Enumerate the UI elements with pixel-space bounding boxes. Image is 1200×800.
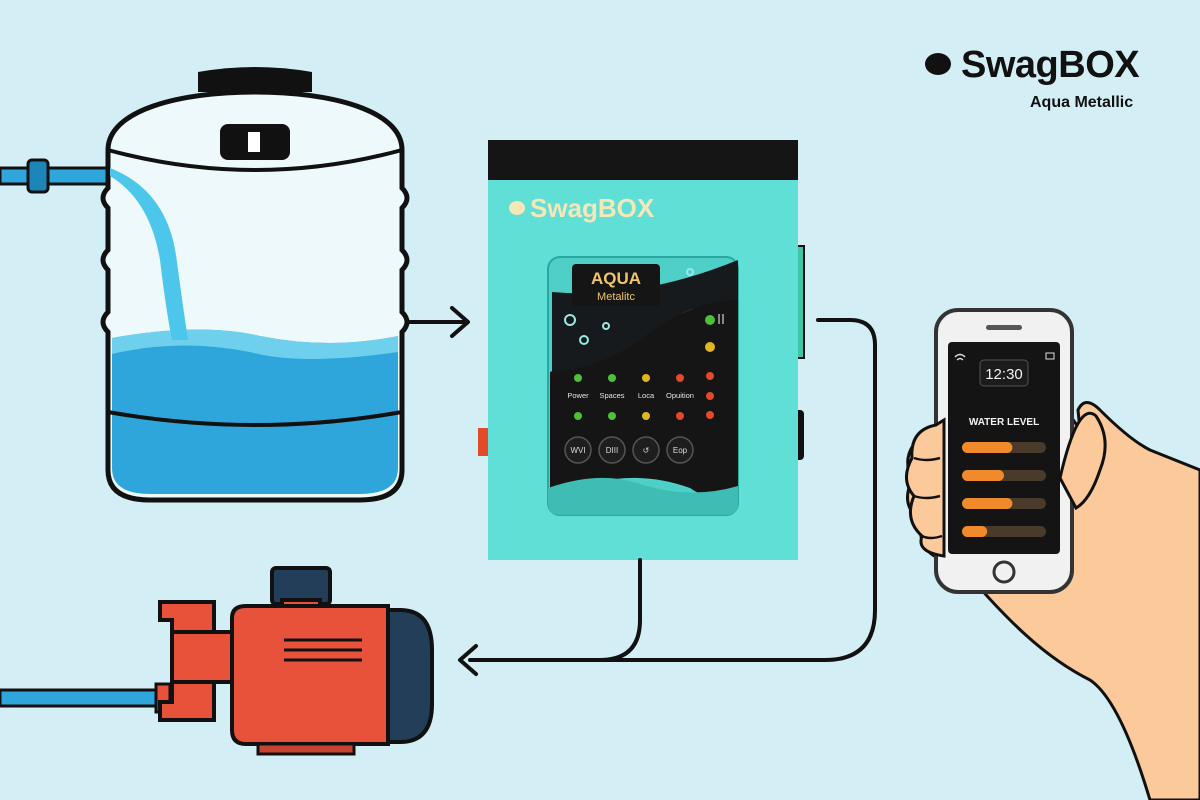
fingers [905,417,946,558]
tank-lid [198,67,312,92]
display-line-1: AQUA [591,269,641,288]
brand-name: SwagBOX [961,44,1140,86]
controller-top-band [488,140,798,180]
indicator-led [676,374,684,382]
battery-icon [1045,352,1055,360]
status-led [706,392,714,400]
inlet-pipe [0,158,112,194]
inflow-stream [110,168,188,340]
level-bar-fill [962,526,988,537]
water-level-bars [962,442,1046,537]
status-led [706,372,714,380]
brand-logo: SwagBOX [925,44,1140,87]
status-led [705,342,715,352]
status-led [706,411,714,419]
indicator-led [574,412,582,420]
water-tank [100,67,410,503]
display-line-2: Metalitc [597,291,635,303]
tank-water [112,329,398,494]
pump-body [230,604,390,746]
indicator-label: Opuition [666,391,694,400]
pump-pipe [0,688,164,708]
level-bar-fill [962,498,1013,509]
indicator-label: Loca [638,391,655,400]
controller-box: Power Spaces Loca Opuition WVI DIII ↺ Eop [478,140,805,560]
indicator-label: Spaces [599,391,624,400]
level-bar-fill [962,442,1013,453]
pump-motor [384,608,434,744]
controller-logo: SwagBOX [530,193,655,223]
controller-logo-icon [509,201,525,215]
indicator-led [608,374,616,382]
thumb [1058,411,1107,511]
controller-button-label: ↺ [643,446,650,455]
clock-widget [979,359,1029,387]
hand-holding-phone [905,308,1200,800]
indicator-led [642,412,650,420]
controller-button[interactable] [564,436,592,464]
level-bar-fill [962,470,1004,481]
controller-buttons: WVI DIII ↺ Eop [564,436,694,464]
phone-time: 12:30 [985,366,1023,383]
controller-button[interactable] [666,436,694,464]
indicator-led [676,412,684,420]
control-wiring [458,318,877,676]
tank-to-controller-arrow [408,306,470,338]
controller-button[interactable] [632,436,660,464]
indicator-led [642,374,650,382]
controller-button-label: WVI [570,446,585,455]
phone-home-button[interactable] [992,560,1016,584]
controller-button-label: Eop [673,446,688,455]
wifi-icon [954,353,966,358]
controller-indicators: Power Spaces Loca Opuition [567,374,694,420]
phone-speaker [986,325,1022,330]
water-level-heading: WATER LEVEL [969,417,1039,428]
indicator-label: Power [567,391,589,400]
water-pump [0,566,434,756]
controller-button-label: DIII [606,446,618,455]
indicator-led [608,412,616,420]
indicator-led [574,374,582,382]
controller-display [572,264,660,306]
brand-tagline: Aqua Metallic [1030,94,1134,111]
status-led [705,315,715,325]
brand-logo-icon [925,53,951,75]
controller-button[interactable] [598,436,626,464]
